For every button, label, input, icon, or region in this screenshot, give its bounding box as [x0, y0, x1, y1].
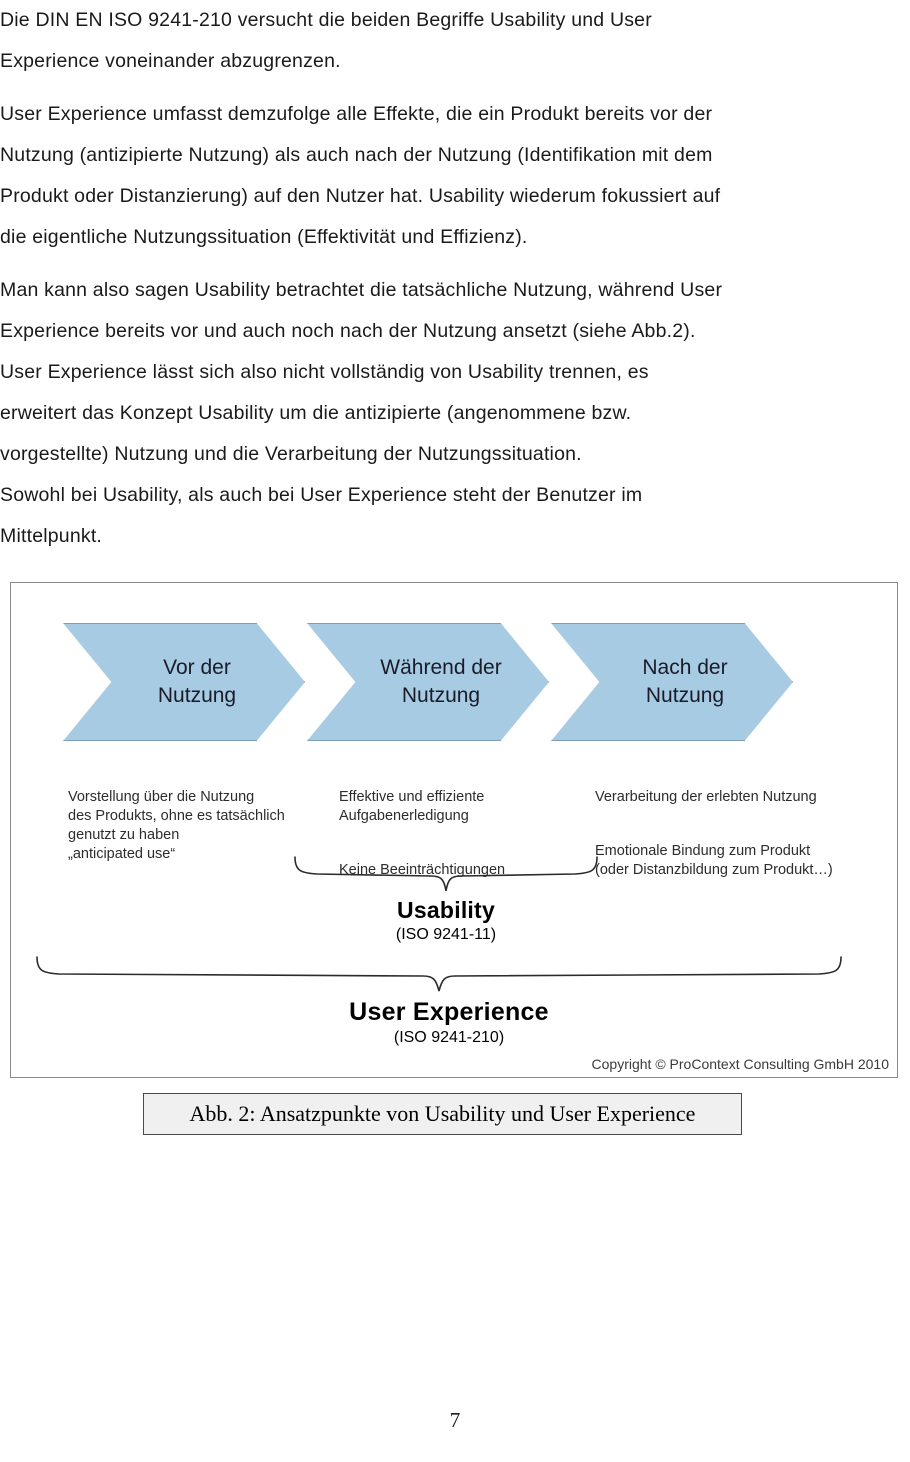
text-line: erweitert das Konzept Usability um die a… — [0, 402, 632, 424]
grouping-title: Usability — [397, 897, 495, 923]
phase-label: Vor der Nutzung — [157, 656, 237, 707]
text-line: Produkt oder Distanzierung) auf den Nutz… — [0, 185, 721, 207]
phase-chevron-vor-der-nutzung: Vor der Nutzung — [63, 623, 305, 741]
text-line: Man kann also sagen Usability betrachtet… — [0, 279, 723, 301]
figure-caption: Abb. 2: Ansatzpunkte von Usability und U… — [143, 1093, 742, 1135]
curly-brace-icon-usability — [291, 855, 601, 895]
phase-description-column-2: Effektive und effiziente Aufgabenerledig… — [339, 769, 585, 899]
grouping-title: User Experience — [349, 998, 549, 1026]
text-line: Sowohl bei Usability, als auch bei User … — [0, 484, 643, 506]
description-block: Effektive und effiziente Aufgabenerledig… — [339, 789, 485, 824]
text-line: Experience bereits vor und auch noch nac… — [0, 320, 696, 342]
document-body-text: Die DIN EN ISO 9241-210 versucht die bei… — [0, 0, 880, 557]
paragraph: User Experience umfasst demzufolge alle … — [0, 94, 880, 258]
text-line: Nutzung (antizipierte Nutzung) als auch … — [0, 144, 713, 166]
text-line: Experience voneinander abzugrenzen. — [0, 50, 341, 72]
phase-label: Während der Nutzung — [380, 656, 502, 707]
description-block: Verarbeitung der erlebten Nutzung — [595, 789, 817, 805]
grouping-label-user-experience: User Experience (ISO 9241-210) — [239, 997, 659, 1049]
figure-diagram: Vor der Nutzung Während der Nutzung Nach… — [10, 582, 898, 1078]
phase-label: Nach der Nutzung — [642, 656, 728, 707]
grouping-label-usability: Usability (ISO 9241-11) — [296, 897, 596, 946]
grouping-standard: (ISO 9241-210) — [393, 1029, 505, 1046]
page-number: 7 — [449, 1408, 461, 1432]
phase-description-column-1: Vorstellung über die Nutzung des Produkt… — [68, 769, 338, 883]
text-line: User Experience lässt sich also nicht vo… — [0, 361, 649, 383]
text-line: Die DIN EN ISO 9241-210 versucht die bei… — [0, 9, 652, 31]
description-block: Vorstellung über die Nutzung des Produkt… — [68, 789, 285, 862]
text-line: Mittelpunkt. — [0, 525, 103, 547]
description-block: Emotionale Bindung zum Produkt (oder Dis… — [595, 843, 833, 878]
phase-chevron-waehrend-der-nutzung: Während der Nutzung — [307, 623, 549, 741]
curly-brace-icon-user-experience — [33, 955, 845, 995]
text-line: vorgestellte) Nutzung und die Verarbeitu… — [0, 443, 582, 465]
text-line: die eigentliche Nutzungssituation (Effek… — [0, 226, 528, 248]
phase-description-column-3: Verarbeitung der erlebten Nutzung Emotio… — [595, 769, 901, 899]
phase-chevron-nach-der-nutzung: Nach der Nutzung — [551, 623, 793, 741]
paragraph: Man kann also sagen Usability betrachtet… — [0, 270, 880, 557]
copyright-notice: Copyright © ProContext Consulting GmbH 2… — [591, 1056, 889, 1072]
text-line: User Experience umfasst demzufolge alle … — [0, 103, 713, 125]
grouping-standard: (ISO 9241-11) — [395, 926, 497, 943]
paragraph: Die DIN EN ISO 9241-210 versucht die bei… — [0, 0, 880, 82]
